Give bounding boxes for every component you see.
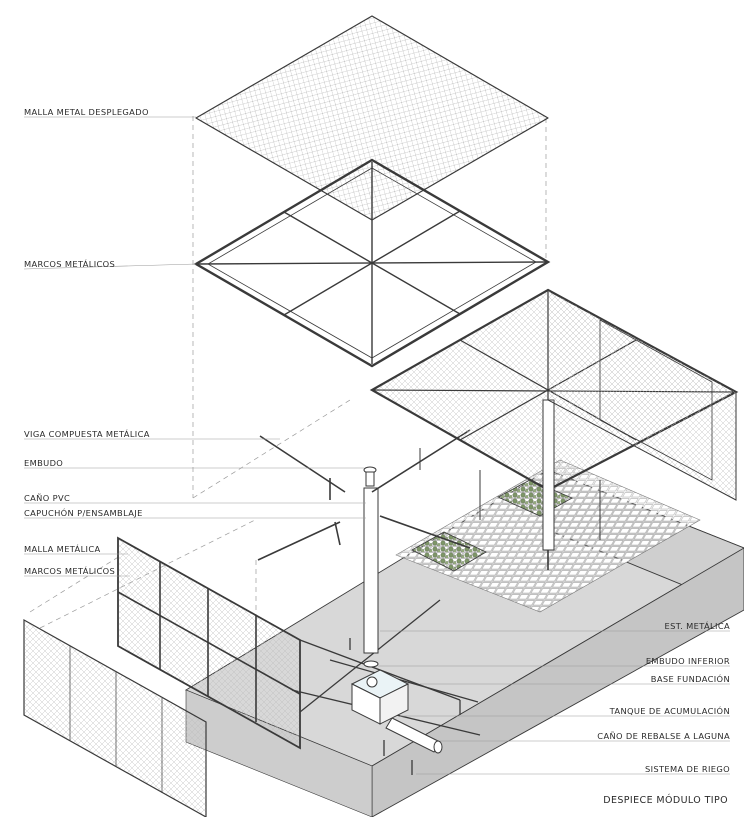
exploded-mesh-wall [117,536,301,750]
leader-left-1 [23,263,197,270]
structure-walls [547,289,737,501]
label-expanded-metal-mesh: MALLA METAL DESPLEGADO [24,107,149,117]
central-column [363,466,379,668]
overflow-pipe [385,717,443,754]
label-funnel: EMBUDO [24,458,64,468]
drawing-title: DESPIECE MÓDULO TIPO [603,795,728,806]
label-overflow-pipe: CAÑO DE REBALSE A LAGUNA [597,731,730,741]
label-storage-tank: TANQUE DE ACUMULACIÓN [609,706,730,716]
label-metal-mesh: MALLA METÁLICA [24,544,101,554]
label-pvc-pipe: CAÑO PVC [24,493,71,503]
leader-lines [23,116,730,775]
label-lower-funnel: EMBUDO INFERIOR [645,656,730,666]
label-metal-frames-wall: MARCOS METÁLICOS [24,566,116,576]
label-assembly-cap: CAPUCHÓN P/ENSAMBLAJE [24,508,143,518]
label-metal-structure: EST. METÁLICA [664,621,730,631]
composite-beams [257,429,471,561]
storage-tank [350,669,410,725]
metal-frames-panel [193,158,551,368]
label-irrigation-system: SISTEMA DE RIEGO [644,764,730,774]
label-metal-frames-top: MARCOS METÁLICOS [24,259,116,269]
label-composite-beam: VIGA COMPUESTA METÁLICA [24,429,150,439]
label-foundation-base: BASE FUNDACIÓN [650,674,730,684]
